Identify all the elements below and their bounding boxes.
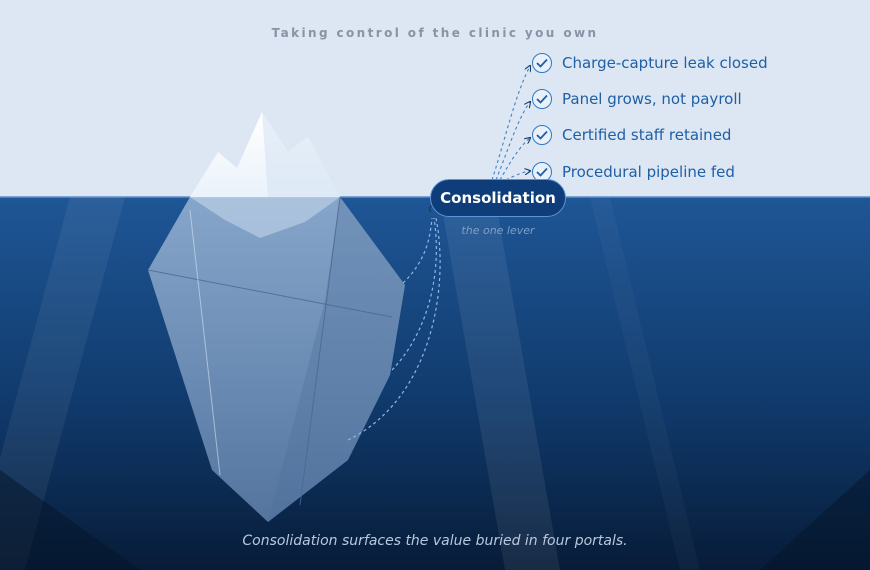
consolidation-hub: Consolidation [430, 179, 566, 217]
outcome-label: Panel grows, not payroll [562, 90, 742, 108]
hub-sublabel: the one lever [461, 224, 535, 237]
connector [391, 217, 437, 371]
outcome-arrow [505, 171, 530, 181]
check-circle-icon [532, 89, 552, 109]
light-ray [0, 197, 125, 570]
sea-floor-shadow [760, 470, 870, 570]
outcome-label: Certified staff retained [562, 126, 732, 144]
iceberg-submerged-shadow [268, 197, 405, 522]
ice-crack [189, 209, 221, 476]
outcome-item: Procedural pipeline fed [532, 161, 735, 183]
sea-floor-shadow [0, 470, 140, 570]
connector [402, 217, 433, 284]
sky [0, 0, 870, 197]
outcome-item: Certified staff retained [532, 124, 731, 146]
outcome-arrow [491, 66, 530, 181]
page-title: Taking control of the clinic you own [271, 26, 599, 40]
light-ray [440, 197, 560, 570]
water [0, 197, 870, 570]
outcome-item: Panel grows, not payroll [532, 88, 742, 110]
check-circle-icon [532, 125, 552, 145]
outcome-item: Charge-capture leak closed [532, 52, 768, 74]
ice-crack [299, 196, 341, 506]
caption: Consolidation surfaces the value buried … [242, 533, 628, 549]
outcome-arrow [499, 138, 530, 181]
outcome-label: Procedural pipeline fed [562, 163, 735, 181]
iceberg-tip-shade [262, 112, 340, 197]
iceberg-submerged [148, 197, 405, 522]
iceberg-waterline-glow [190, 197, 340, 238]
check-circle-icon [532, 53, 552, 73]
outcome-label: Charge-capture leak closed [562, 54, 768, 72]
outcome-arrow [495, 102, 530, 181]
ice-crack [147, 269, 393, 318]
